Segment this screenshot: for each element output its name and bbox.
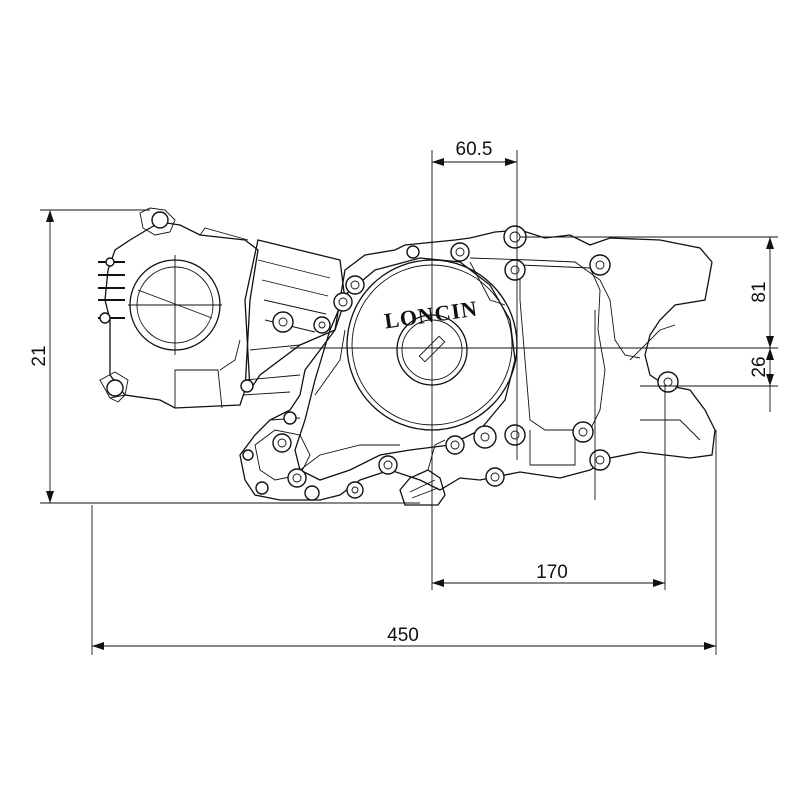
bolt-2 bbox=[504, 259, 526, 281]
bolt-18 bbox=[346, 481, 364, 499]
dimension-overall: 450 bbox=[92, 625, 716, 650]
bolt-24 bbox=[283, 411, 297, 425]
dimension-label-overall: 450 bbox=[387, 625, 419, 646]
bolt-3 bbox=[589, 254, 611, 276]
bolt-19 bbox=[287, 468, 307, 488]
dimension-top: 60.5 bbox=[432, 139, 517, 166]
engine-body bbox=[99, 207, 716, 501]
bolt-11 bbox=[473, 425, 497, 449]
bolt-14 bbox=[589, 449, 611, 471]
bolt-25 bbox=[240, 379, 254, 393]
loncin-logo: LONCIN bbox=[383, 296, 480, 334]
center-lines bbox=[40, 150, 778, 655]
bolt-21 bbox=[255, 481, 269, 495]
bolt-20 bbox=[304, 485, 320, 501]
throttle-bore bbox=[128, 255, 222, 355]
dimension-label-top: 60.5 bbox=[456, 139, 493, 160]
dimension-label-right-upper: 81 bbox=[749, 281, 770, 302]
bolt-6 bbox=[345, 275, 365, 295]
bolt-15 bbox=[445, 435, 465, 455]
dimension-label-right-lower: 26 bbox=[749, 356, 770, 377]
drain-fitting bbox=[399, 439, 446, 506]
dimension-bottom-mid: 170 bbox=[432, 562, 665, 587]
bolt-12 bbox=[504, 424, 526, 446]
bolt-9 bbox=[313, 316, 331, 334]
bolt-23 bbox=[242, 449, 254, 461]
bolt-7 bbox=[333, 292, 353, 312]
dimension-right-upper: 81 bbox=[749, 237, 774, 348]
bolt-heads bbox=[106, 211, 679, 501]
carburetor-jets bbox=[98, 257, 125, 324]
dimension-left: 21 bbox=[29, 210, 54, 503]
bolt-27 bbox=[106, 379, 124, 397]
bolt-16 bbox=[485, 467, 505, 487]
dimension-label-bottom-mid: 170 bbox=[536, 562, 568, 583]
bolt-26 bbox=[151, 211, 169, 229]
bolt-4 bbox=[450, 242, 470, 262]
dimension-right-lower: 26 bbox=[749, 348, 774, 412]
bolt-13 bbox=[572, 421, 594, 443]
bolt-10 bbox=[657, 371, 679, 393]
dimension-label-left: 21 bbox=[29, 345, 50, 366]
bolt-22 bbox=[272, 433, 292, 453]
bolt-5 bbox=[406, 245, 420, 259]
bolt-17 bbox=[378, 455, 398, 475]
bolt-8 bbox=[272, 311, 294, 333]
